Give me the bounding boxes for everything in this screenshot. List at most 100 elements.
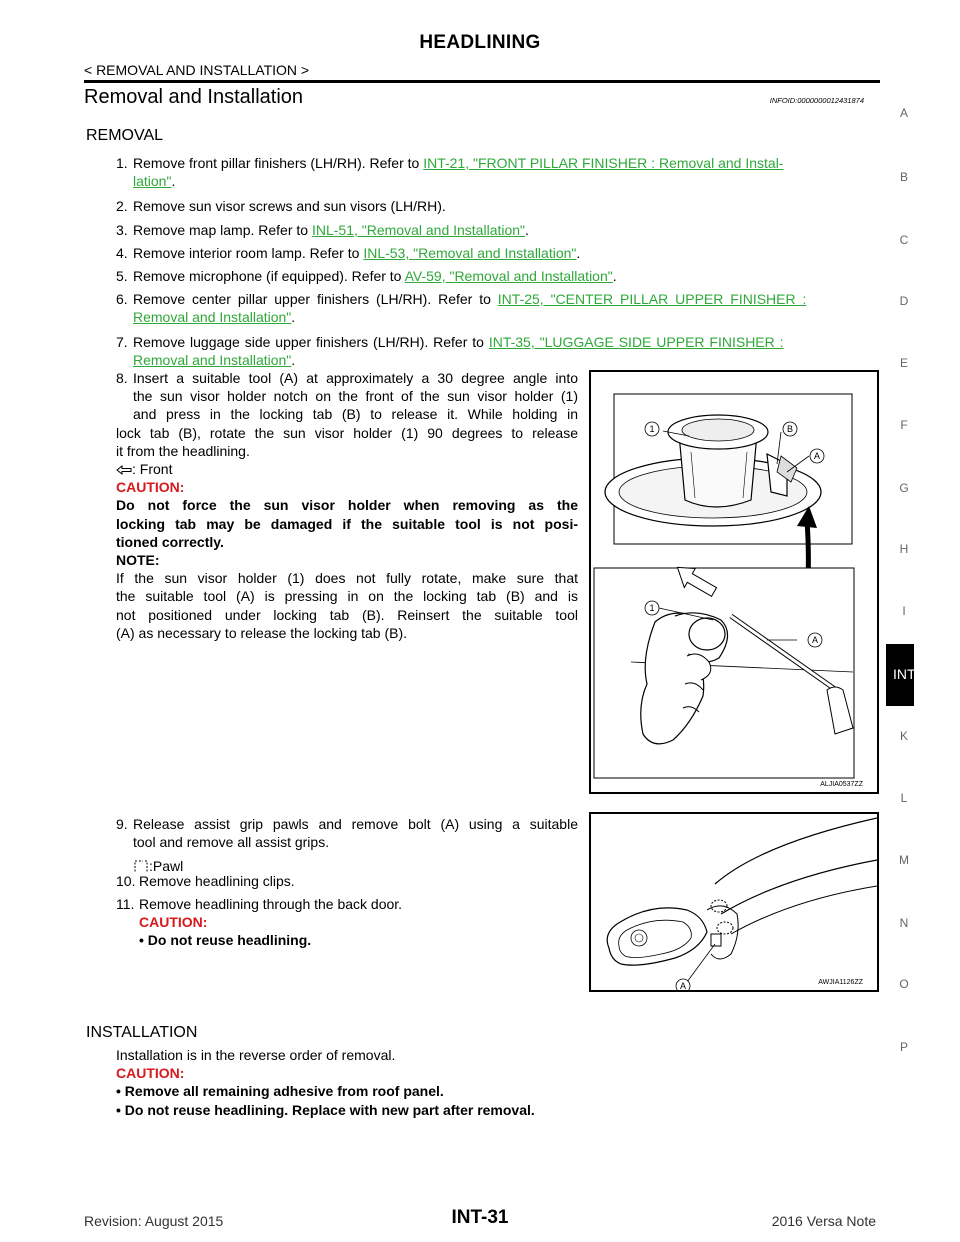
caution-line: locking tab may be damaged if the suitab… — [116, 515, 578, 532]
sun-visor-illustration: 1 B A 1 A — [593, 393, 855, 779]
step-punct: . — [291, 309, 296, 325]
removal-heading: REMOVAL — [86, 127, 164, 144]
step-number: 7. — [116, 334, 128, 350]
side-index-k[interactable]: K — [899, 729, 908, 743]
front-arrow-icon — [116, 464, 132, 476]
ref-link-av-59[interactable]: AV-59, "Removal and Installation" — [404, 268, 613, 284]
side-index-p[interactable]: P — [899, 1040, 908, 1054]
note-line: If the sun visor holder (1) does not ful… — [116, 570, 578, 587]
step-8-line: Insert a suitable tool (A) at approximat… — [133, 370, 578, 386]
step-9-line: Release assist grip pawls and remove bol… — [133, 816, 578, 832]
caution-bullet-text: Do not reuse headlining. — [147, 932, 312, 949]
step-text: Remove headlining through the back door. — [139, 896, 403, 912]
bullet-icon: • — [139, 932, 144, 949]
figure-sun-visor-holder: 1 B A 1 A ALJIA0537ZZ — [589, 370, 879, 794]
note-line: not positioned under locking tab (B). Re… — [116, 606, 578, 623]
bullet-icon: • — [116, 1083, 121, 1100]
info-id: INFOID:0000000012431874 — [769, 96, 864, 105]
side-index-h[interactable]: H — [899, 542, 909, 556]
ref-link-int-25[interactable]: INT-25, "CENTER PILLAR UPPER FINISHER : — [497, 291, 807, 307]
front-legend: : Front — [116, 460, 578, 478]
figure-assist-grip: A AWJIA1126ZZ — [589, 812, 879, 994]
step-punct: . — [576, 245, 581, 261]
step-8: 8. Insert a suitable tool (A) at approxi… — [116, 369, 578, 642]
caution-label: CAUTION: — [139, 914, 208, 931]
note-line: the suitable tool (A) is pressing in on … — [116, 588, 578, 605]
side-index-f[interactable]: F — [900, 418, 908, 432]
pawl-legend: :Pawl — [116, 857, 578, 875]
side-index-d[interactable]: D — [899, 294, 909, 308]
step-8-line: and press in the locking tab (B) to rele… — [133, 406, 578, 423]
step-number: 3. — [116, 222, 128, 238]
section-title: Removal and Installation — [84, 86, 304, 108]
side-index-i[interactable]: I — [902, 604, 906, 618]
side-index-o[interactable]: O — [899, 977, 909, 991]
step-text: Remove headlining clips. — [139, 873, 295, 889]
note-label: NOTE: — [116, 552, 160, 569]
caution-line: Do not force the sun visor holder when r… — [116, 497, 578, 514]
note-line: (A) as necessary to release the locking … — [116, 624, 408, 641]
step-text: Remove map lamp. Refer to — [133, 222, 312, 238]
callout-a: A — [814, 451, 820, 461]
side-index-n[interactable]: N — [899, 916, 909, 930]
ref-link-int-25-cont[interactable]: Removal and Installation" — [133, 309, 292, 325]
caution-bullet: • Remove all remaining adhesive from roo… — [116, 1082, 676, 1100]
installation-text: Installation is in the reverse order of … — [116, 1047, 396, 1063]
side-index-e[interactable]: E — [899, 356, 908, 370]
step-text: Remove center pillar upper finishers (LH… — [133, 291, 498, 307]
step-8-line: the sun visor holder notch on the front … — [133, 388, 578, 405]
ref-link-inl-53[interactable]: INL-53, "Removal and Installation" — [363, 245, 577, 261]
caution-bullet: • Do not reuse headlining. — [116, 931, 496, 949]
caution-bullet: • Do not reuse headlining. Replace with … — [116, 1101, 676, 1119]
step-text: Remove interior room lamp. Refer to — [133, 245, 364, 261]
ref-link-int-35-cont[interactable]: Removal and Installation" — [133, 352, 292, 368]
side-index-m[interactable]: M — [899, 853, 909, 867]
step-number: 1. — [116, 155, 128, 171]
side-index-l[interactable]: L — [900, 791, 908, 805]
step-punct: . — [171, 173, 176, 189]
step-text: Remove front pillar finishers (LH/RH). R… — [133, 155, 424, 171]
step-9-line: tool and remove all assist grips. — [133, 834, 330, 851]
ref-link-int-21[interactable]: INT-21, "FRONT PILLAR FINISHER : Removal… — [423, 155, 784, 171]
assist-grip-illustration: A — [606, 817, 878, 994]
ref-link-inl-51[interactable]: INL-51, "Removal and Installation" — [311, 222, 526, 238]
footer-model: 2016 Versa Note — [771, 1213, 876, 1229]
callout-a: A — [812, 635, 818, 645]
side-index-b[interactable]: B — [899, 170, 908, 184]
step-number: 6. — [116, 291, 128, 307]
footer-page-number: INT-31 — [451, 1207, 509, 1228]
side-index-c[interactable]: C — [899, 233, 909, 247]
side-index-g[interactable]: G — [899, 481, 909, 495]
step-text: Remove sun visor screws and sun visors (… — [133, 198, 446, 214]
pawl-icon — [134, 860, 148, 872]
side-index-int-label: INT — [893, 666, 916, 682]
step-punct: . — [612, 268, 617, 284]
header-rule — [84, 80, 880, 83]
page-header-subtitle: < REMOVAL AND INSTALLATION > — [84, 62, 310, 78]
step-punct: . — [525, 222, 529, 238]
step-number: 8. — [116, 370, 128, 386]
step-number: 11. — [116, 896, 135, 912]
caution-label: CAUTION: — [116, 479, 185, 496]
side-index-int-active[interactable]: INT — [886, 644, 916, 706]
pawl-label: :Pawl — [149, 858, 184, 875]
side-index-a[interactable]: A — [899, 106, 908, 120]
ref-link-int-35[interactable]: INT-35, "LUGGAGE SIDE UPPER FINISHER : — [488, 334, 784, 350]
step-punct: . — [291, 352, 296, 368]
step-9: 9. Release assist grip pawls and remove … — [116, 815, 578, 876]
ref-link-int-21-cont[interactable]: lation" — [133, 173, 172, 189]
page-header-title: HEADLINING — [419, 32, 541, 53]
step-text: Remove microphone (if equipped). Refer t… — [133, 268, 405, 284]
callout-1: 1 — [649, 424, 654, 434]
bullet-icon: • — [116, 1101, 121, 1118]
callout-b: B — [787, 424, 793, 434]
step-number: 2. — [116, 198, 128, 214]
callout-a: A — [680, 981, 686, 990]
footer-revision: Revision: August 2015 — [84, 1213, 224, 1229]
figure-caption: AWJIA1126ZZ — [818, 979, 863, 986]
installation-body: Installation is in the reverse order of … — [116, 1046, 676, 1119]
step-8-line: it from the headlining. — [116, 442, 250, 459]
caution-line: tioned correctly. — [116, 533, 224, 550]
step-number: 10. — [116, 873, 136, 889]
